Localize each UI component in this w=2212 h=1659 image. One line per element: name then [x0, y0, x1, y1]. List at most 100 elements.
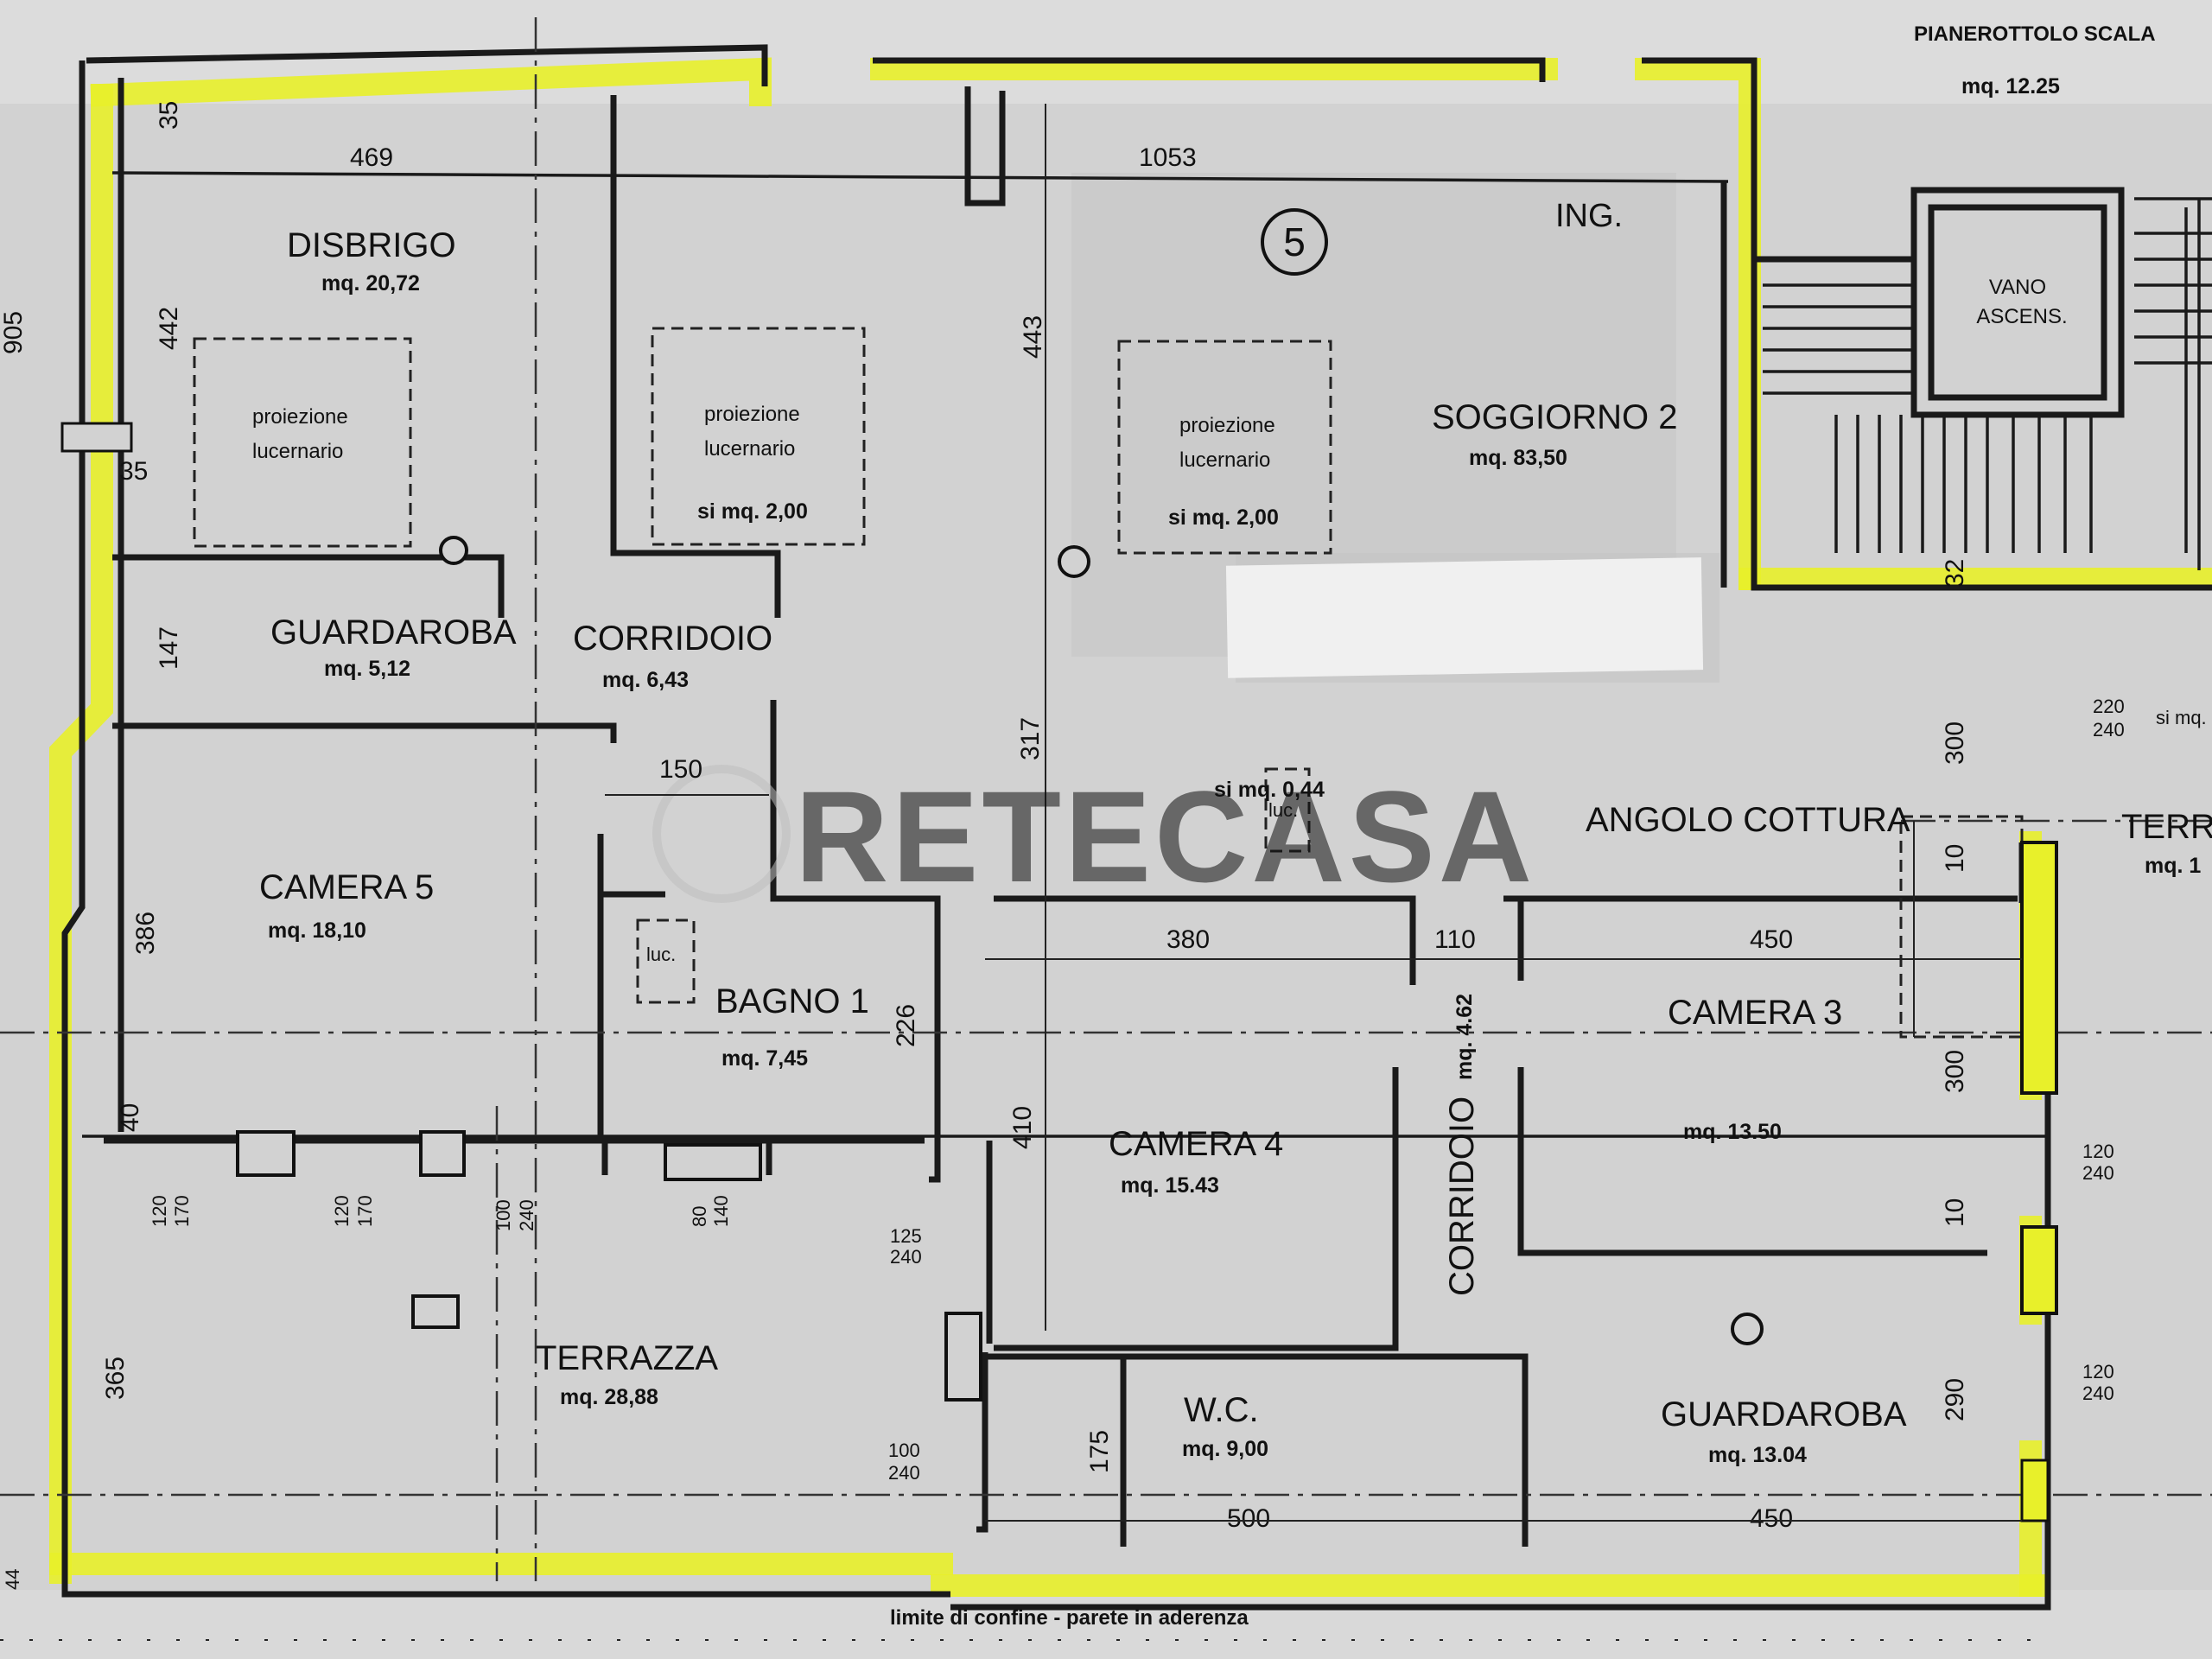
window-3-height: 240 — [516, 1199, 537, 1231]
room-corridoio-b-area: mq. 4.62 — [1452, 994, 1477, 1080]
room-corridoio-a-area: mq. 6,43 — [602, 668, 689, 692]
dim-40: 40 — [116, 1103, 144, 1132]
watermark: RETECASA — [795, 764, 1535, 909]
room-corridoio-a: CORRIDOIO — [573, 620, 772, 658]
dim-35b: 35 — [119, 457, 148, 486]
unit-number: 5 — [1283, 219, 1306, 264]
dim-442: 442 — [155, 307, 183, 350]
dimensions: 469 1053 35 35 905 442 443 147 317 150 3… — [0, 101, 2207, 1590]
window-9-width: 120 — [2082, 1361, 2114, 1382]
room-camera4: CAMERA 4 — [1109, 1125, 1283, 1163]
room-camera3-area: mq. 13.50 — [1683, 1120, 1782, 1144]
projection-1-line2: lucernario — [252, 440, 343, 463]
window-7-width: 220 — [2093, 696, 2125, 717]
projection-3-area: si mq. 2,00 — [1168, 505, 1279, 530]
projection-3-line2: lucernario — [1179, 448, 1270, 472]
lift-label-2: ASCENS. — [1976, 305, 2067, 328]
room-terrazza-right-area: mq. 1 — [2145, 854, 2201, 878]
window-7-note: si mq. — [2156, 707, 2207, 728]
skylight-mid-area: si mq. 0,44 — [1214, 778, 1325, 802]
redacted-patch — [1225, 557, 1704, 678]
dim-32: 32 — [1941, 559, 1969, 588]
room-guardaroba-b: GUARDAROBA — [1661, 1395, 1907, 1433]
dim-380: 380 — [1166, 925, 1210, 954]
room-disbrigo-area: mq. 20,72 — [321, 271, 420, 296]
column-marker-2 — [1058, 545, 1090, 578]
terrace-windows — [60, 422, 2058, 1522]
dim-386: 386 — [131, 912, 160, 955]
dim-469: 469 — [350, 143, 393, 172]
window-2-height: 170 — [354, 1195, 376, 1227]
skylight-mid-label: luc. — [1268, 799, 1298, 821]
room-camera5: CAMERA 5 — [259, 868, 434, 906]
dim-450: 450 — [1750, 925, 1793, 954]
dim-300: 300 — [1941, 721, 1969, 765]
dim-10b: 10 — [1941, 1198, 1969, 1227]
window-1-width: 120 — [149, 1195, 170, 1227]
room-corridoio-b: CORRIDOIO — [1443, 1096, 1481, 1296]
room-wc: W.C. — [1184, 1391, 1259, 1429]
room-wc-area: mq. 9,00 — [1182, 1437, 1268, 1461]
dim-290: 290 — [1941, 1378, 1969, 1421]
room-guardaroba-a-area: mq. 5,12 — [324, 657, 410, 681]
room-terrazza-area: mq. 28,88 — [560, 1385, 658, 1409]
landing-area: mq. 12.25 — [1961, 74, 2060, 99]
dim-300b: 300 — [1941, 1050, 1969, 1093]
room-disbrigo: DISBRIGO — [287, 226, 456, 264]
room-bagno1: BAGNO 1 — [715, 982, 869, 1020]
dim-110: 110 — [1434, 925, 1476, 954]
room-camera4-area: mq. 15.43 — [1121, 1173, 1219, 1198]
window-5-width: 125 — [890, 1225, 922, 1247]
room-camera5-area: mq. 18,10 — [268, 918, 366, 943]
boundary-note: limite di confine - parete in aderenza — [890, 1606, 1249, 1630]
dim-443: 443 — [1019, 315, 1047, 359]
room-terrazza: TERRAZZA — [536, 1339, 718, 1377]
window-5-height: 240 — [890, 1246, 922, 1268]
entrance-label: ING. — [1555, 198, 1623, 234]
window-4-height: 140 — [710, 1195, 732, 1227]
dimension-lines — [605, 794, 2022, 1522]
dim-147: 147 — [155, 626, 183, 670]
projection-3-line1: proiezione — [1179, 414, 1275, 437]
room-guardaroba-a: GUARDAROBA — [270, 613, 517, 652]
window-1-height: 170 — [171, 1195, 193, 1227]
window-4-width: 80 — [689, 1206, 710, 1227]
landing-label: PIANEROTTOLO SCALA — [1914, 22, 2156, 46]
window-6-height: 240 — [888, 1462, 920, 1484]
window-8-height: 240 — [2082, 1162, 2114, 1184]
dim-44: 44 — [2, 1569, 23, 1590]
dim-905: 905 — [0, 311, 28, 354]
column-marker-3 — [1731, 1313, 1764, 1345]
projection-2-line2: lucernario — [704, 437, 795, 461]
window-7-height: 240 — [2093, 719, 2125, 741]
projection-1-line1: proiezione — [252, 405, 348, 429]
room-soggiorno: SOGGIORNO 2 — [1432, 398, 1678, 436]
skylight-small-label: luc. — [646, 944, 676, 965]
room-guardaroba-b-area: mq. 13.04 — [1708, 1443, 1807, 1467]
dim-226: 226 — [892, 1004, 920, 1047]
dim-175: 175 — [1085, 1430, 1114, 1473]
room-bagno1-area: mq. 7,45 — [721, 1046, 808, 1071]
window-8-width: 120 — [2082, 1141, 2114, 1162]
lift-label-1: VANO — [1989, 276, 2046, 299]
dim-150: 150 — [659, 755, 702, 784]
grid-axes — [0, 17, 2212, 1581]
walls — [61, 44, 2212, 1611]
dim-500: 500 — [1227, 1504, 1270, 1533]
room-camera3: CAMERA 3 — [1668, 994, 1842, 1032]
window-2-width: 120 — [331, 1195, 353, 1227]
room-terrazza-right: TERRA — [2121, 808, 2212, 846]
room-angolo-cottura: ANGOLO COTTURA — [1586, 801, 1910, 839]
window-6-width: 100 — [888, 1440, 920, 1461]
window-9-height: 240 — [2082, 1382, 2114, 1404]
dim-35: 35 — [155, 101, 183, 130]
dim-365: 365 — [101, 1357, 130, 1400]
dim-317: 317 — [1016, 717, 1045, 760]
dim-450b: 450 — [1750, 1504, 1793, 1533]
room-soggiorno-area: mq. 83,50 — [1469, 446, 1567, 470]
unit-number-circle — [1261, 208, 1328, 276]
window-3-width: 100 — [493, 1199, 514, 1231]
dim-1053: 1053 — [1139, 143, 1197, 172]
projection-2-line1: proiezione — [704, 403, 800, 426]
